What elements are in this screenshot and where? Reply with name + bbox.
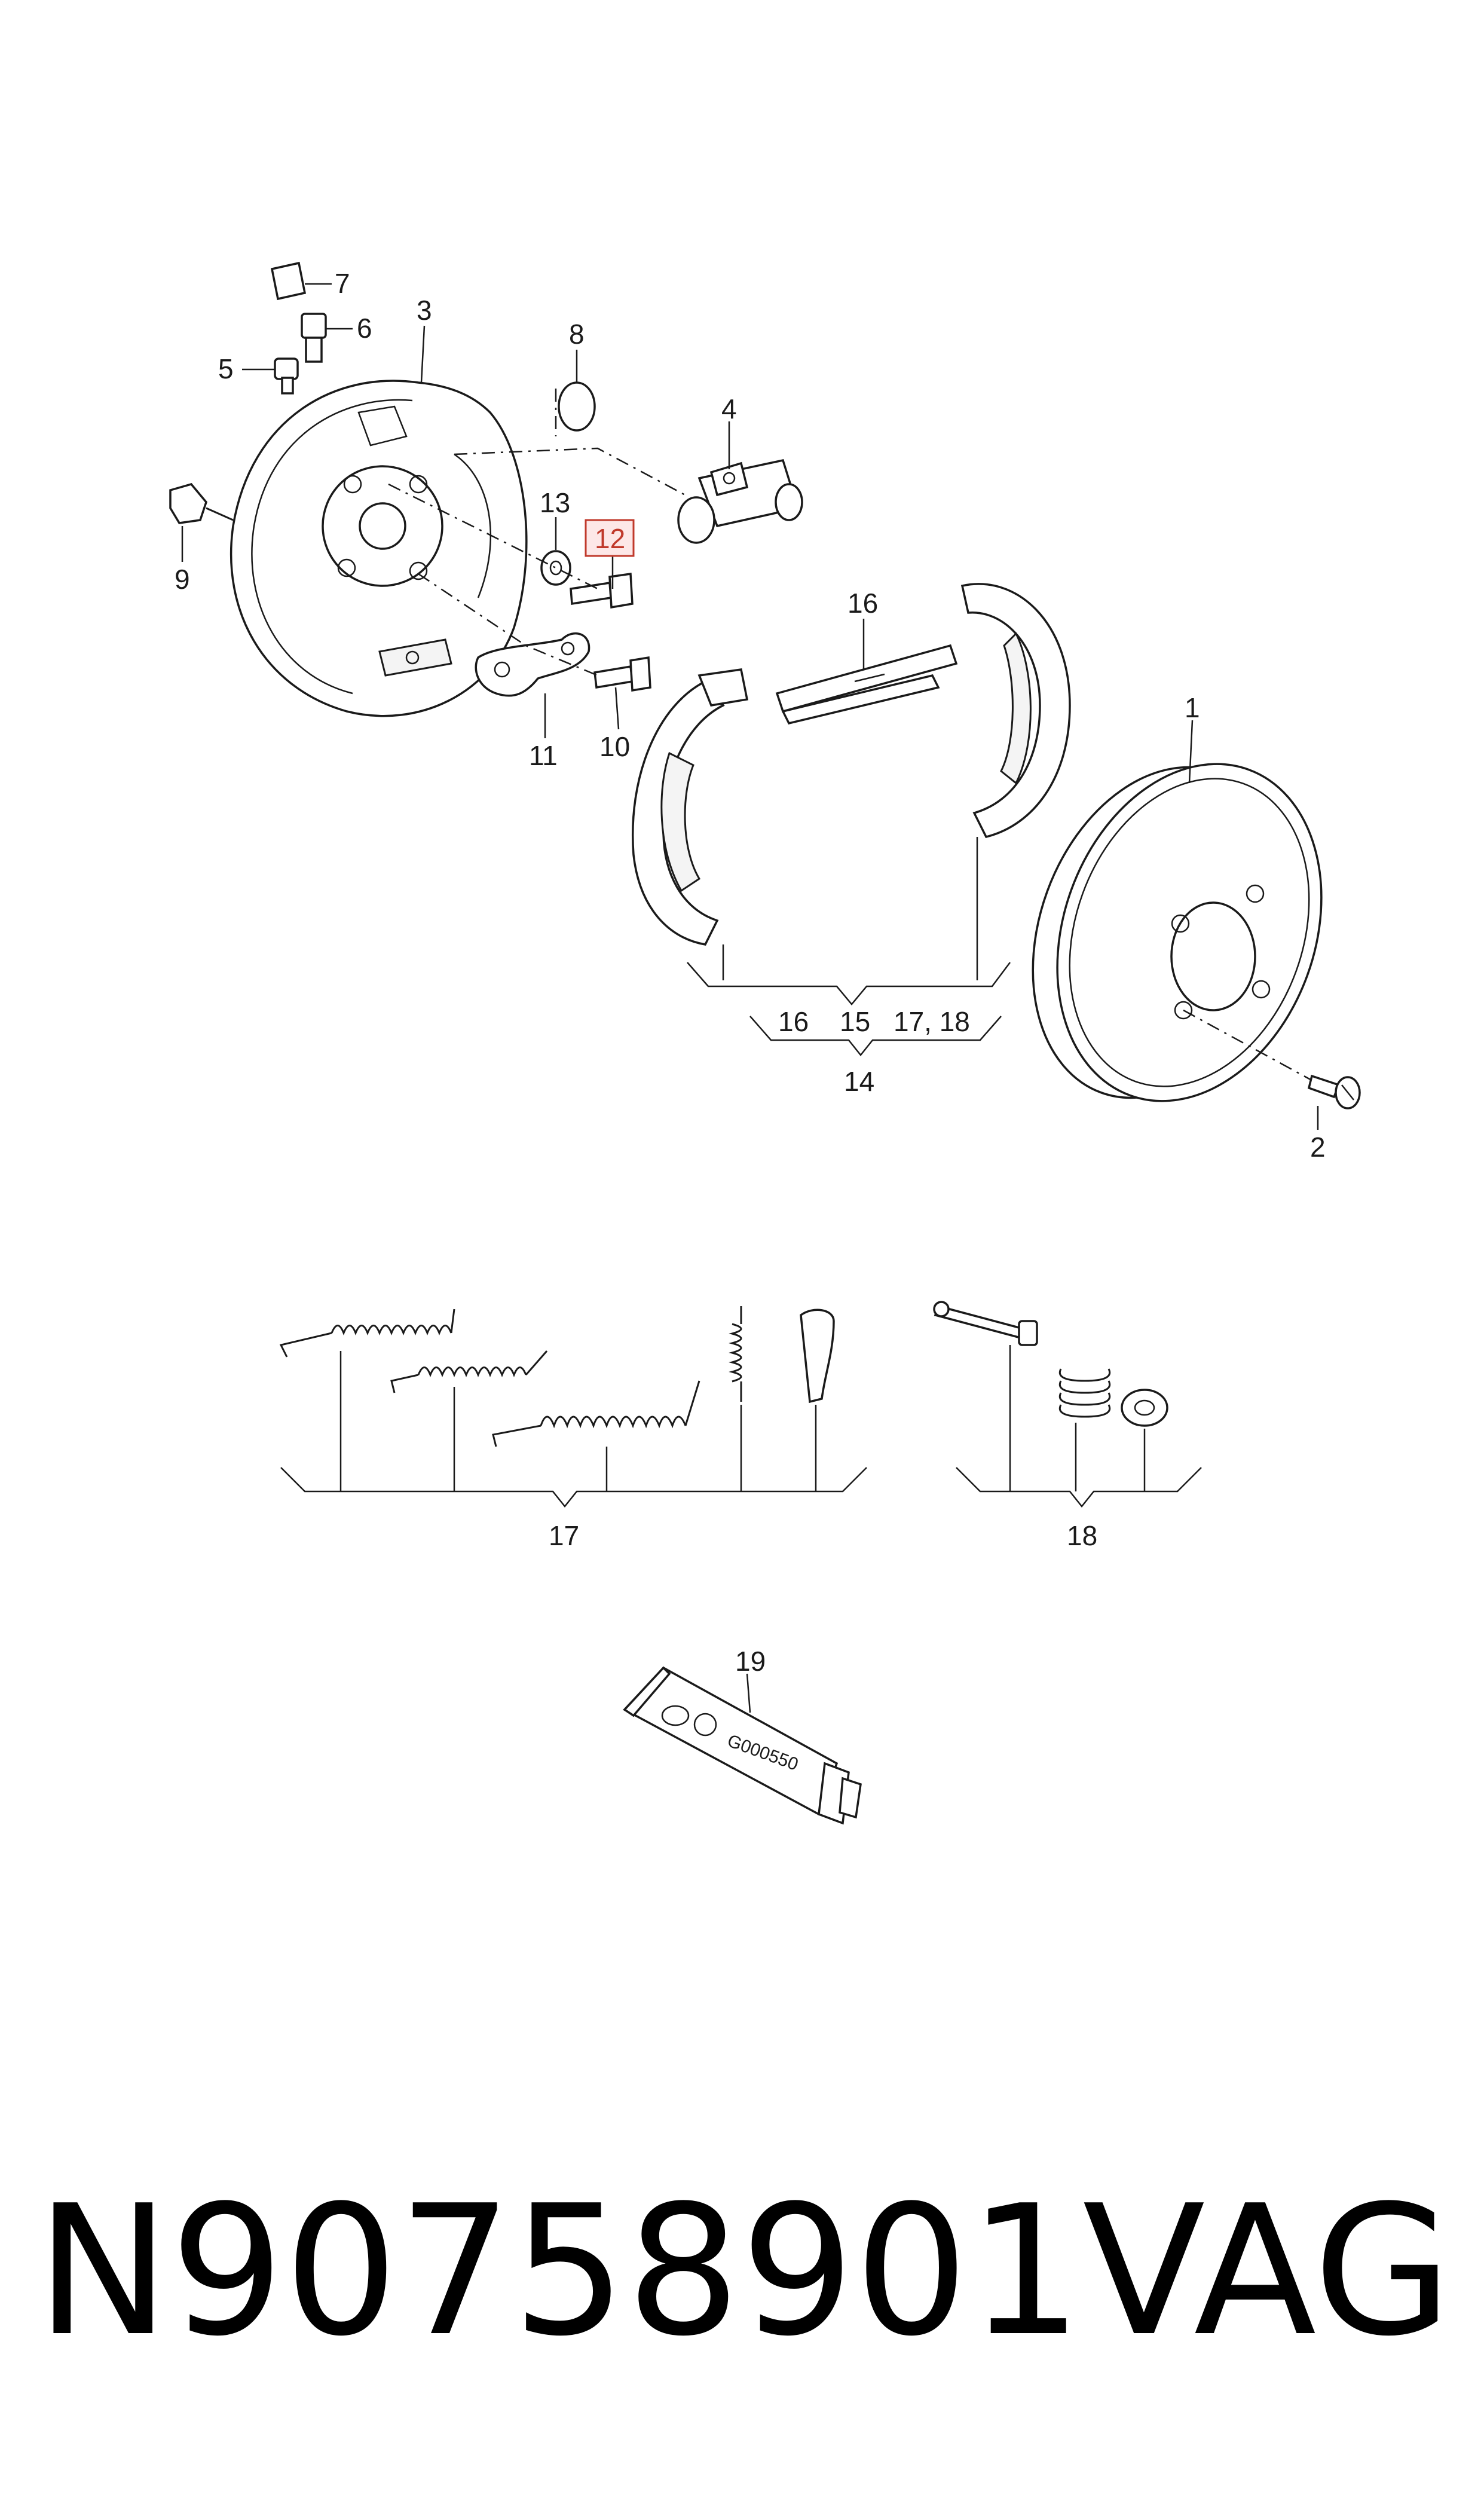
brake-shoe-left: [632, 668, 749, 946]
callout-10: 10: [599, 731, 630, 762]
washer: [540, 550, 571, 586]
hex-bolt: [593, 656, 651, 692]
hex-bolt-highlighted: [570, 572, 634, 609]
drum-screw: [1307, 1074, 1361, 1109]
callout-5: 5: [218, 353, 234, 384]
callout-8: 8: [569, 319, 585, 350]
bleeder-valve-6: [301, 313, 327, 363]
callout-9: 9: [175, 564, 190, 595]
callout-16-top: 16: [847, 588, 878, 619]
callout-3: 3: [417, 295, 432, 326]
callout-11: 11: [529, 740, 558, 771]
highlight-box: [585, 519, 635, 557]
dust-cap-7: [270, 261, 307, 301]
hold-down-spring: [1058, 1368, 1111, 1418]
callout-16-bottom: 16: [778, 1006, 809, 1037]
footer: N90758901 VAG: [36, 2167, 1452, 2376]
brake-backing-plate: [230, 380, 528, 717]
bleeder-cap: [169, 483, 234, 524]
callout-14: 14: [844, 1066, 874, 1097]
brand-name: VAG: [1082, 2167, 1452, 2376]
callout-1: 1: [1185, 692, 1200, 723]
return-spring-2: [390, 1350, 548, 1393]
callout-7: 7: [335, 268, 350, 299]
return-spring-3: [492, 1380, 700, 1447]
callout-6: 6: [357, 313, 372, 344]
callout-17: 17: [549, 1520, 579, 1551]
return-spring-1: [279, 1309, 455, 1358]
grommet-plug: [555, 381, 596, 436]
brake-drum: [1032, 763, 1323, 1102]
adjuster-strut: [775, 644, 958, 725]
wheel-cylinder: [677, 458, 803, 544]
small-spring: [729, 1306, 742, 1402]
part-number: N90758901: [36, 2167, 1083, 2376]
callout-2: 2: [1310, 1132, 1326, 1163]
callout-13: 13: [540, 487, 570, 518]
spring-cup: [1121, 1389, 1168, 1427]
callout-18: 18: [1067, 1520, 1097, 1551]
callout-19: 19: [735, 1646, 766, 1677]
callout-17-18: 17, 18: [894, 1006, 970, 1037]
adjuster-bracket: [475, 632, 590, 697]
adjuster-lever: [800, 1309, 835, 1404]
bleeder-screw-5: [274, 357, 299, 395]
hold-down-pin: [933, 1301, 1038, 1346]
brake-shoe-right: [960, 583, 1071, 839]
grease-tube: G000550: [623, 1666, 862, 1825]
callout-15: 15: [840, 1006, 870, 1037]
callout-12: 12: [595, 523, 625, 554]
callout-4: 4: [721, 393, 737, 424]
